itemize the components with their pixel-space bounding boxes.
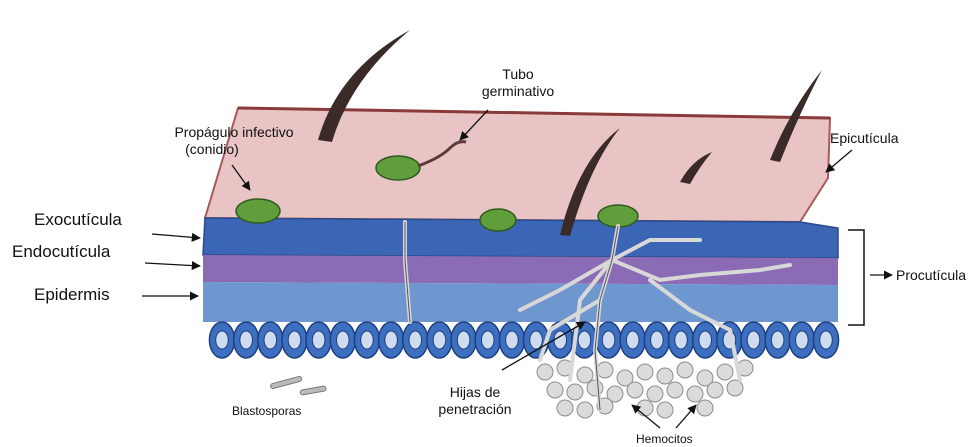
hemocyte <box>717 364 733 380</box>
conidium <box>598 205 638 227</box>
epidermal-cell <box>813 322 838 358</box>
epidermal-cell <box>209 322 234 358</box>
epidermal-cell <box>306 322 331 358</box>
hemocyte <box>727 380 743 396</box>
epidermal-cell <box>354 322 379 358</box>
hemocyte <box>657 368 673 384</box>
epidermal-cell <box>596 322 621 358</box>
epidermal-cells <box>209 322 838 358</box>
procuticula-bracket <box>848 230 864 325</box>
epidermal-cell <box>330 322 355 358</box>
epidermal-cell <box>475 322 500 358</box>
epidermal-cell <box>499 322 524 358</box>
hemocyte <box>577 402 593 418</box>
epidermal-cell <box>451 322 476 358</box>
hemocyte <box>667 382 683 398</box>
hemocyte <box>537 364 553 380</box>
hemocyte <box>557 400 573 416</box>
blastospores <box>270 376 326 395</box>
hemocyte <box>677 362 693 378</box>
label-exocuticula: Exocutícula <box>34 210 122 230</box>
conidium <box>236 199 280 223</box>
arrow-endocuticula <box>145 263 200 266</box>
label-hijas-line1: Hijas de <box>420 384 530 401</box>
epidermal-cell <box>644 322 669 358</box>
label-tubo-line1: Tubo <box>468 66 568 83</box>
epidermal-cell <box>282 322 307 358</box>
epidermal-cell <box>789 322 814 358</box>
epidermal-cell <box>765 322 790 358</box>
label-hijas-line2: penetración <box>420 401 530 418</box>
epidermal-cell <box>668 322 693 358</box>
exocuticle-layer <box>203 218 838 258</box>
conidium <box>376 156 420 180</box>
label-tubo-line2: germinativo <box>468 83 568 100</box>
hemocyte <box>697 400 713 416</box>
hemocyte <box>597 362 613 378</box>
label-hemocitos: Hemocitos <box>636 432 693 446</box>
label-propagulo: Propágulo infectivo (conidio) <box>164 124 304 158</box>
hemocyte <box>637 364 653 380</box>
label-epicuticula: Epicutícula <box>830 130 898 147</box>
conidium <box>480 209 516 231</box>
hemocyte <box>707 382 723 398</box>
arrow-hemocitos-b <box>676 405 696 428</box>
label-hijas: Hijas de penetración <box>420 384 530 418</box>
label-epidermis: Epidermis <box>34 285 110 305</box>
hemocyte <box>687 386 703 402</box>
epidermal-cell <box>620 322 645 358</box>
arrow-epicuticula <box>826 150 852 172</box>
label-propagulo-line1: Propágulo infectivo <box>164 124 304 141</box>
epidermal-cell <box>741 322 766 358</box>
hemocyte <box>627 382 643 398</box>
epidermal-cell <box>258 322 283 358</box>
hemocyte <box>577 367 593 383</box>
label-endocuticula: Endocutícula <box>12 242 110 262</box>
epidermal-cell <box>379 322 404 358</box>
label-procuticula: Procutícula <box>896 267 966 284</box>
arrow-exocuticula <box>152 234 200 238</box>
epidermal-cell <box>234 322 259 358</box>
hemocyte <box>547 382 563 398</box>
label-tubo: Tubo germinativo <box>468 66 568 100</box>
epidermal-cell <box>693 322 718 358</box>
label-blastosporas: Blastosporas <box>232 404 301 418</box>
epidermal-cell <box>403 322 428 358</box>
hemocyte <box>657 402 673 418</box>
hemocyte <box>647 386 663 402</box>
label-propagulo-line2: (conidio) <box>120 141 304 158</box>
hemocyte <box>567 384 583 400</box>
hemocyte <box>637 400 653 416</box>
epidermal-cell <box>427 322 452 358</box>
epidermis-layer <box>203 282 838 322</box>
